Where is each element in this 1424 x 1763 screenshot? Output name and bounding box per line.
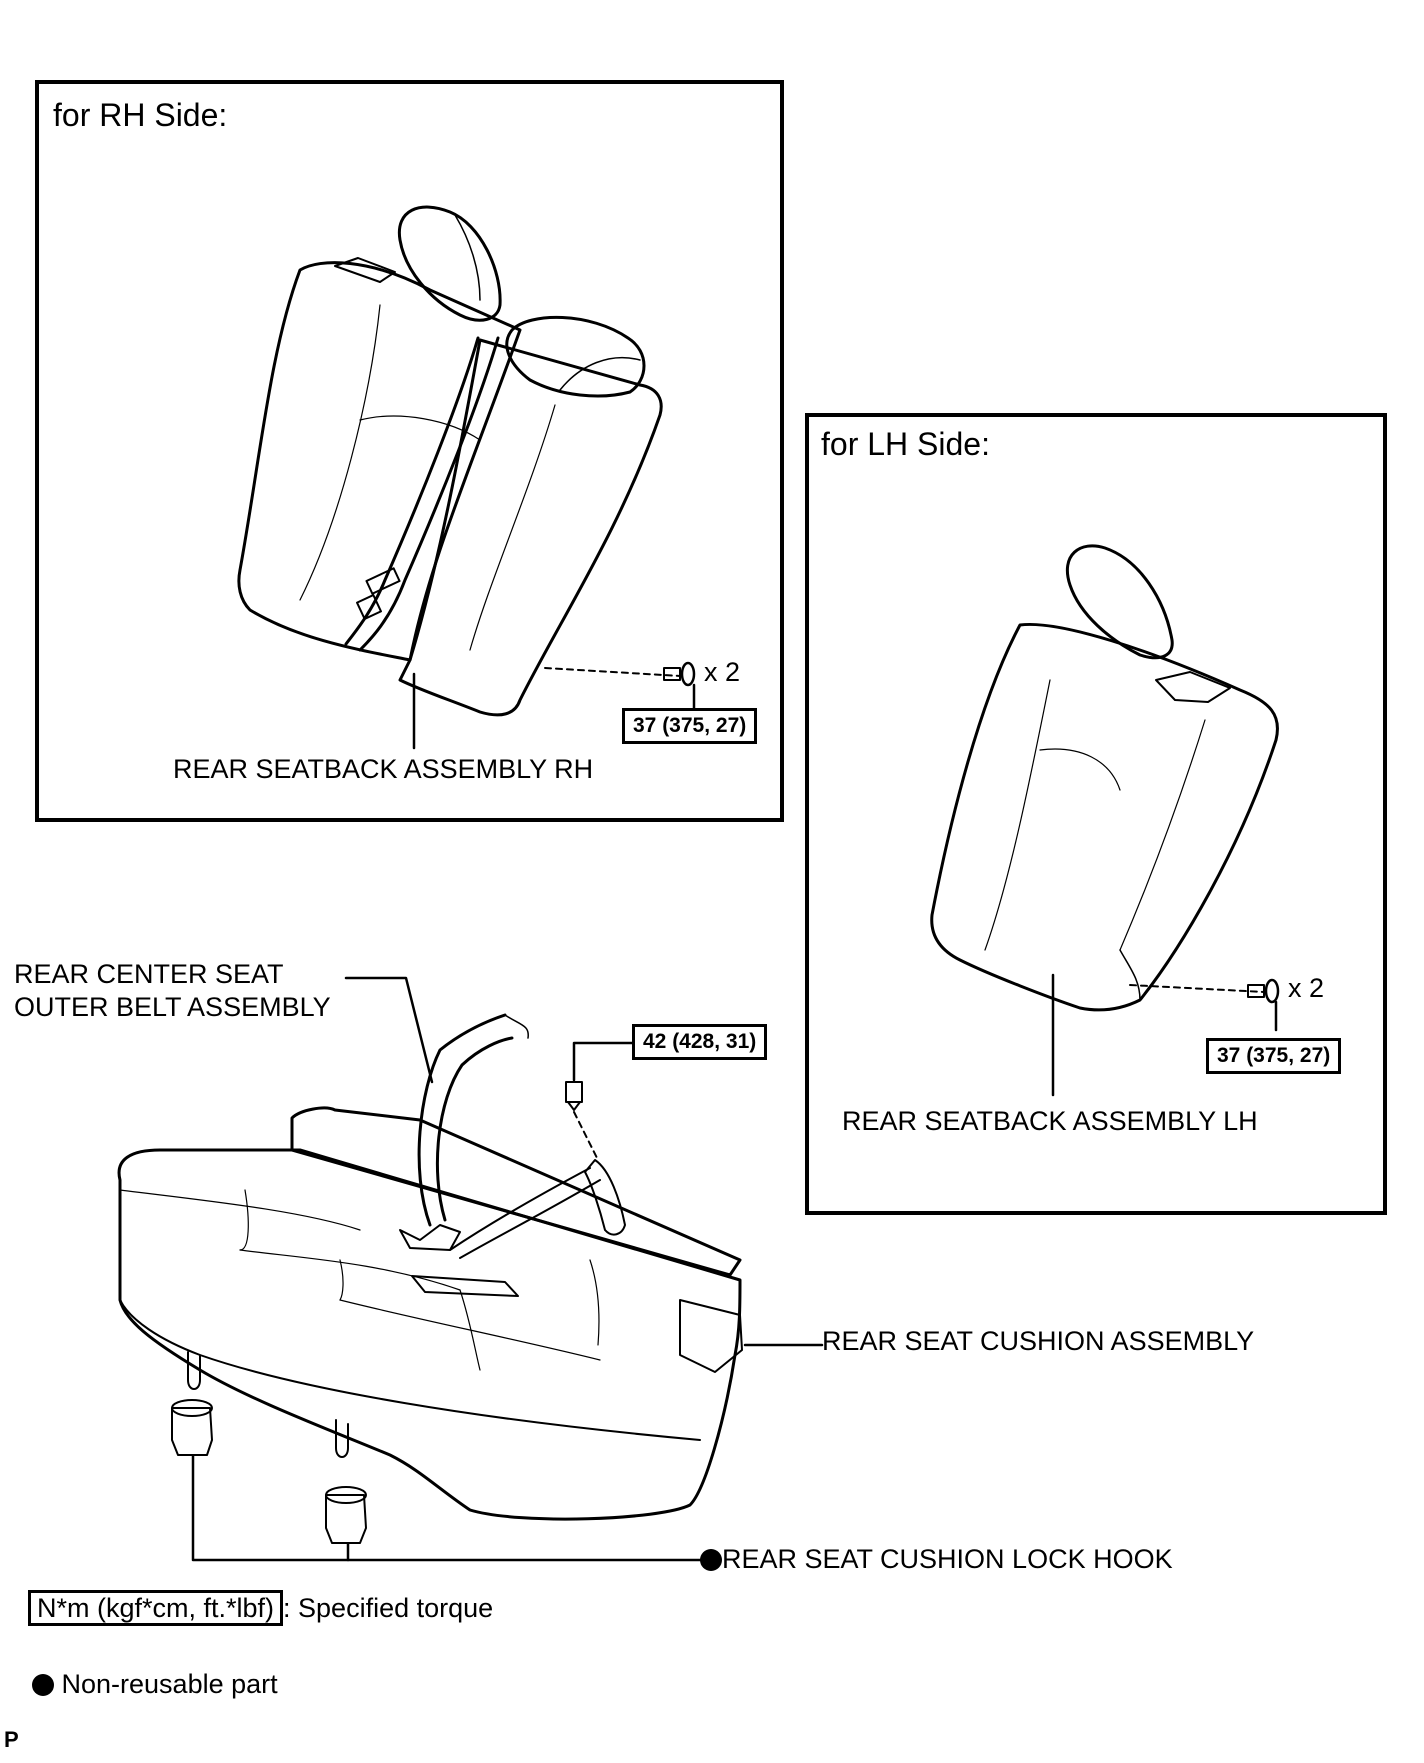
rh-torque-box: 37 (375, 27) <box>622 708 758 744</box>
cushion-drawing <box>117 1106 743 1521</box>
lock-hook-drawing <box>171 1399 702 1562</box>
lock-hook-left <box>171 1399 213 1456</box>
lock-hook-label-text: REAR SEAT CUSHION LOCK HOOK <box>722 1544 1173 1574</box>
rh-panel-title: for RH Side: <box>53 97 228 133</box>
rh-bolt-quantity: x 2 <box>704 657 741 687</box>
corner-mark: P <box>4 1727 19 1752</box>
bolt-icon <box>663 661 696 687</box>
center-belt-drawing <box>344 976 824 1347</box>
lh-torque-box: 37 (375, 27) <box>1206 1038 1342 1074</box>
lh-bolt-quantity: x 2 <box>1288 973 1325 1003</box>
belt-torque-box: 42 (428, 31) <box>632 1024 768 1060</box>
legend-torque-desc: : Specified torque <box>283 1593 494 1623</box>
legend-non-reusable-text: Non-reusable part <box>61 1669 278 1699</box>
legend-non-reusable: Non-reusable part <box>32 1668 278 1700</box>
rh-seatback-drawing <box>237 205 696 750</box>
cushion-label: REAR SEAT CUSHION ASSEMBLY <box>822 1326 1255 1356</box>
legend-torque-unit: N*m (kgf*cm, ft.*lbf) <box>28 1590 284 1626</box>
rh-side-panel <box>35 80 784 822</box>
belt-label-line2: OUTER BELT ASSEMBLY <box>14 992 331 1022</box>
rh-part-label: REAR SEATBACK ASSEMBLY RH <box>173 754 594 784</box>
non-reusable-dot-icon <box>32 1674 54 1696</box>
lh-panel-title: for LH Side: <box>821 426 990 462</box>
lh-side-panel <box>805 413 1387 1215</box>
lh-part-label: REAR SEATBACK ASSEMBLY LH <box>842 1106 1258 1136</box>
lock-hook-right <box>325 1486 367 1544</box>
belt-label-line1: REAR CENTER SEAT <box>14 959 284 989</box>
lock-hook-label: REAR SEAT CUSHION LOCK HOOK <box>700 1543 1173 1575</box>
non-reusable-dot-icon <box>700 1549 722 1571</box>
lh-seatback-drawing <box>930 544 1280 1097</box>
bolt-icon <box>1247 978 1280 1004</box>
legend-torque: N*m (kgf*cm, ft.*lbf): Specified torque <box>28 1590 494 1626</box>
bolt-icon <box>565 1081 583 1111</box>
